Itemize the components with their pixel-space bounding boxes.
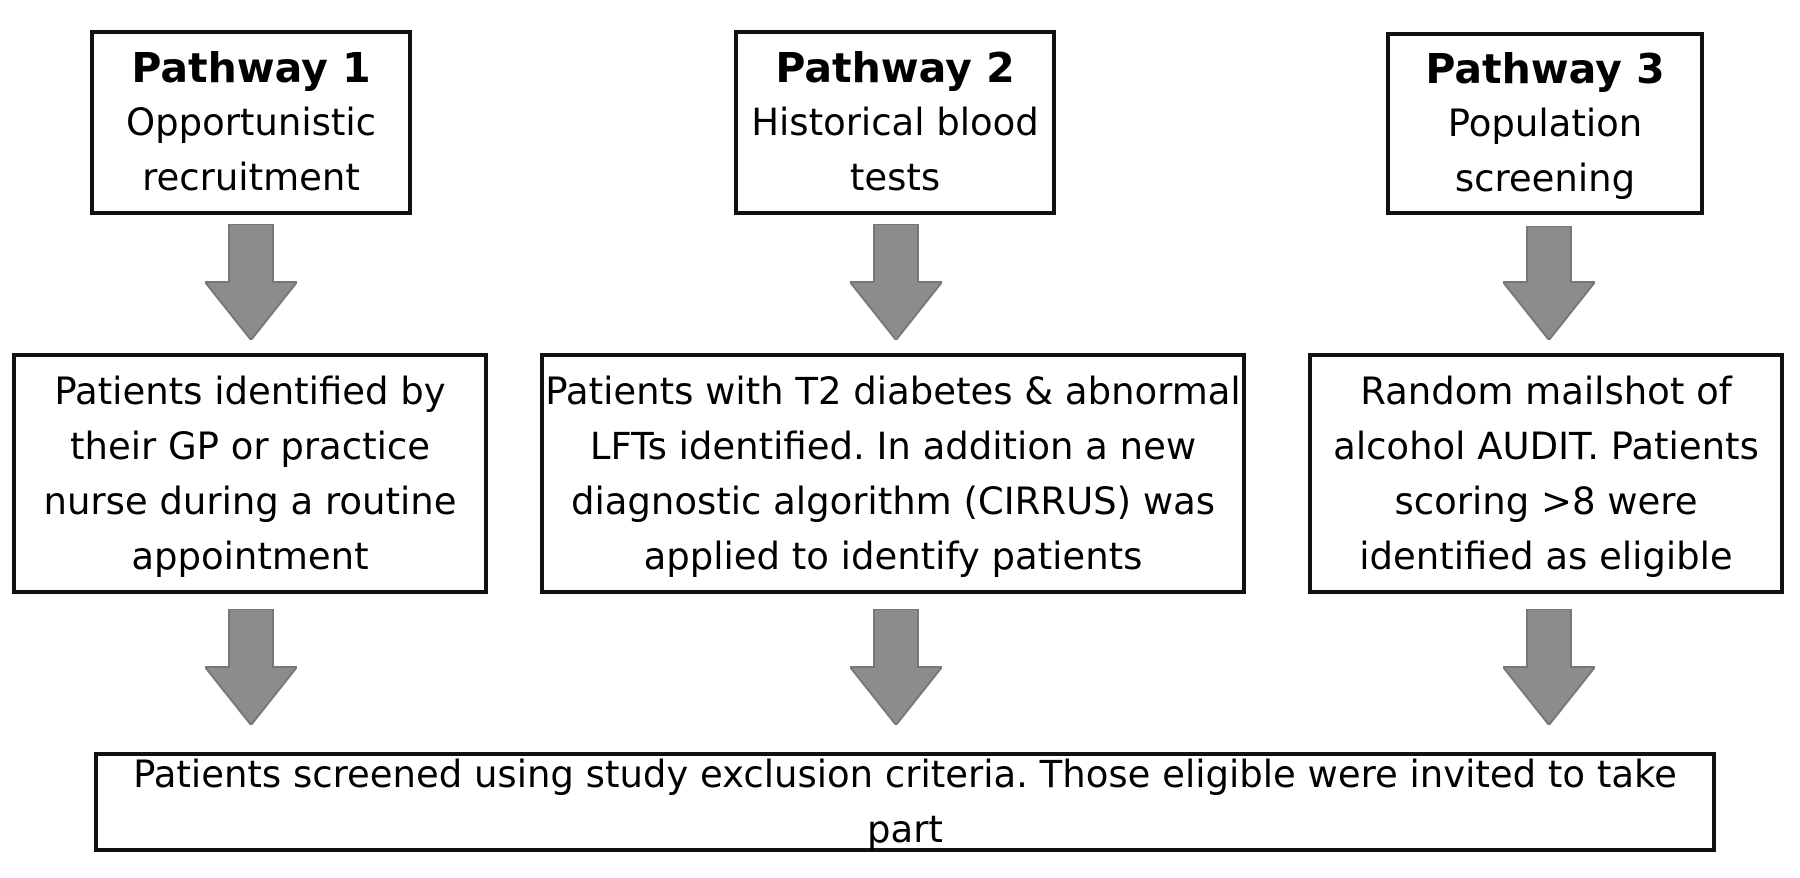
down-arrow-icon <box>205 224 297 340</box>
pathway-3-title: Pathway 3 <box>1425 44 1665 93</box>
final-step-text: Patients screened using study exclusion … <box>133 753 1677 851</box>
down-arrow-shape <box>205 224 297 340</box>
down-arrow-icon <box>850 609 942 725</box>
pathway-2-description-line-2: LFTs identified. In addition a new <box>589 424 1197 468</box>
down-arrow-icon <box>205 609 297 725</box>
pathway-3-description-line-3: scoring >8 were <box>1394 479 1698 523</box>
pathway-2-description-line-1: Patients with T2 diabetes & abnormal <box>545 369 1241 413</box>
down-arrow-shape <box>850 224 942 340</box>
pathway-2-description-box: Patients with T2 diabetes & abnormal LFT… <box>540 353 1246 594</box>
pathway-1-title: Pathway 1 <box>131 43 371 92</box>
down-arrow-icon <box>1503 226 1595 340</box>
final-step-box: Patients screened using study exclusion … <box>94 752 1716 852</box>
pathway-3-subtitle-line-1: Population <box>1447 101 1643 145</box>
down-arrow-icon <box>850 224 942 340</box>
pathway-3-description-line-1: Random mailshot of <box>1360 369 1732 413</box>
pathway-2-description-line-3: diagnostic algorithm (CIRRUS) was <box>570 479 1216 523</box>
down-arrow-shape <box>1503 609 1595 725</box>
pathway-3-box: Pathway 3 Population screening <box>1386 32 1704 215</box>
pathway-3-description-line-4: identified as eligible <box>1359 534 1733 578</box>
down-arrow-shape <box>1503 226 1595 340</box>
down-arrow-shape <box>205 609 297 725</box>
pathway-1-subtitle-line-1: Opportunistic <box>125 100 377 144</box>
down-arrow-shape <box>850 609 942 725</box>
pathway-1-description-box: Patients identified by their GP or pract… <box>12 353 488 594</box>
pathway-1-description-line-1: Patients identified by <box>54 369 446 413</box>
pathway-1-description-line-3: nurse during a routine <box>43 479 457 523</box>
pathway-3-subtitle-line-2: screening <box>1454 156 1636 200</box>
pathway-2-box: Pathway 2 Historical blood tests <box>734 30 1056 215</box>
pathway-1-box: Pathway 1 Opportunistic recruitment <box>90 30 412 215</box>
pathway-2-description-line-4: applied to identify patients <box>643 534 1143 578</box>
pathway-2-subtitle-line-1: Historical blood <box>751 100 1039 144</box>
pathway-2-title: Pathway 2 <box>775 43 1015 92</box>
pathway-3-description-box: Random mailshot of alcohol AUDIT. Patien… <box>1308 353 1784 594</box>
pathway-3-description-line-2: alcohol AUDIT. Patients <box>1333 424 1759 468</box>
pathway-1-description-line-2: their GP or practice <box>70 424 430 468</box>
pathway-1-subtitle-line-2: recruitment <box>142 155 360 199</box>
pathway-1-description-line-4: appointment <box>131 534 369 578</box>
pathway-2-subtitle-line-2: tests <box>849 155 941 199</box>
down-arrow-icon <box>1503 609 1595 725</box>
